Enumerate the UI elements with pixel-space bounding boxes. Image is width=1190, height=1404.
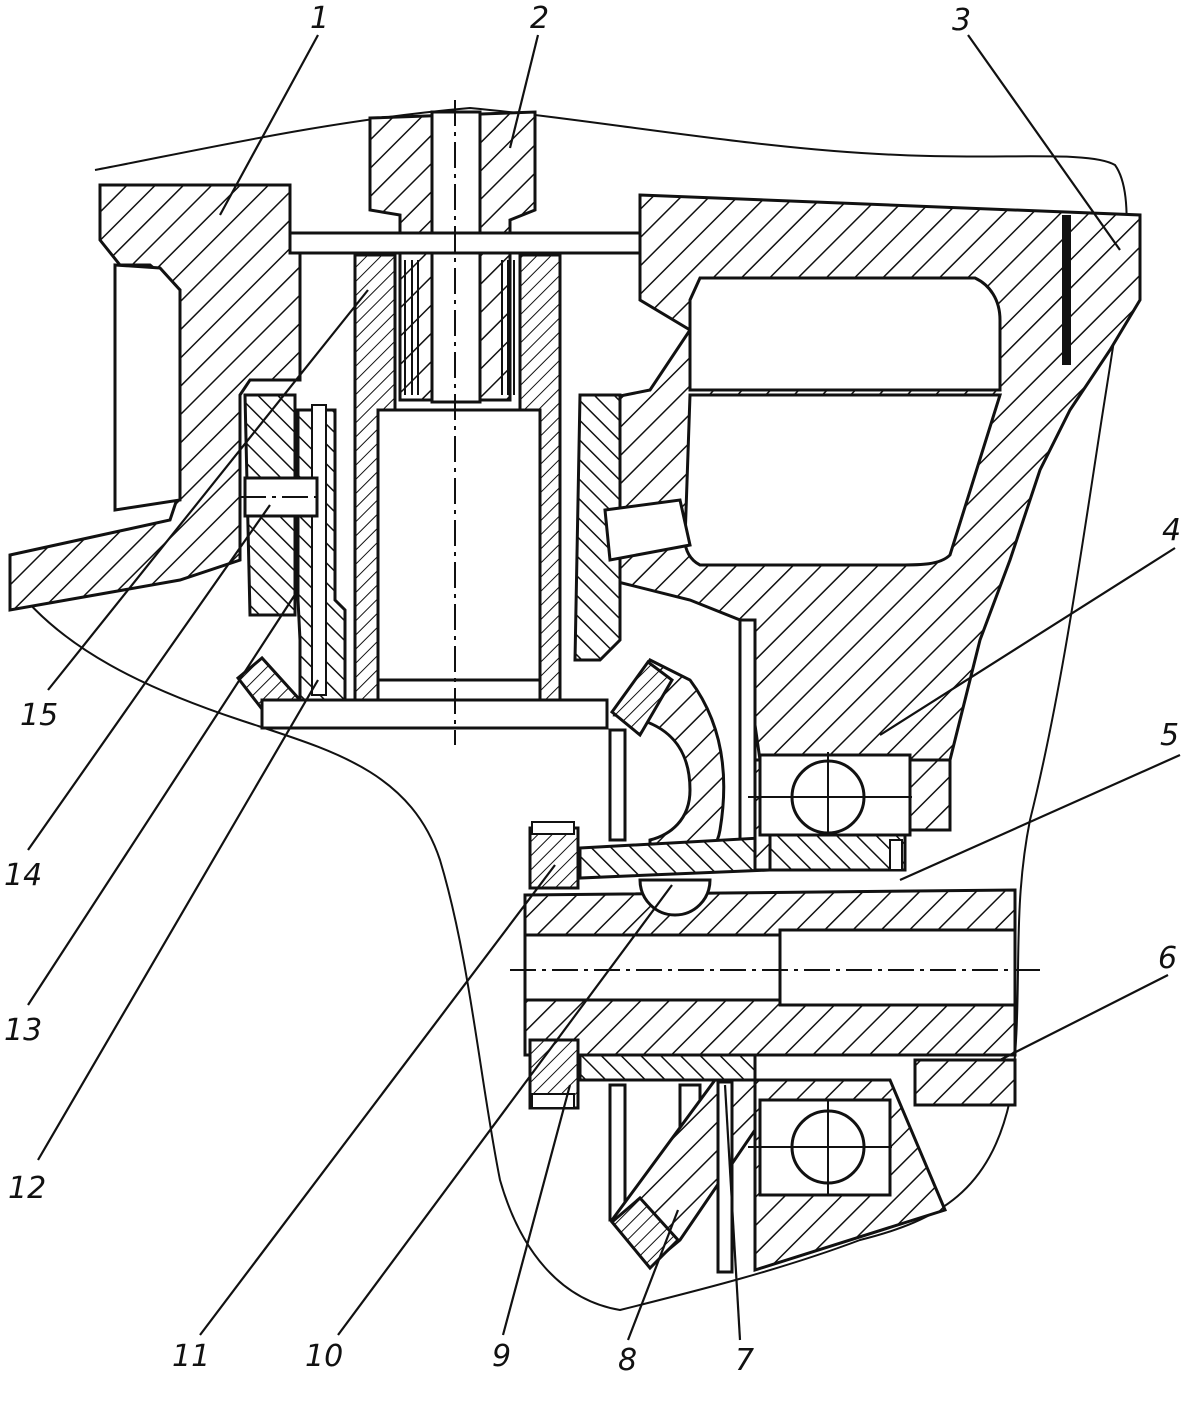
base-plate (260, 698, 609, 730)
callout-10: 10 (305, 1339, 343, 1374)
leader-lines (27, 34, 1181, 1341)
callout-11: 11 (172, 1339, 210, 1374)
bearing-seal-strip (889, 839, 903, 871)
lower-bearing-spacer (913, 1058, 1017, 1107)
callout-8: 8 (618, 1343, 637, 1378)
cover-plate (288, 231, 642, 255)
housing-window-upper (688, 276, 1002, 392)
callout-5: 5 (1160, 718, 1179, 753)
ring-cap-upper (531, 821, 575, 835)
callout-9: 9 (492, 1339, 511, 1374)
housing-window-lower (683, 393, 1003, 567)
hub-lower (578, 1053, 757, 1082)
callout-1: 1 (310, 1, 329, 36)
callout-2: 2 (530, 1, 549, 36)
housing-cavity (113, 263, 182, 512)
sleeve-gap-lines (404, 260, 515, 395)
ring-cap-lower (531, 1093, 575, 1109)
callout-4: 4 (1162, 513, 1181, 548)
inner-tube (376, 408, 542, 682)
callout-labels: 1 2 3 4 5 6 7 8 9 10 11 12 13 14 15 (4, 1, 1181, 1378)
retaining-ring-upper (528, 826, 580, 890)
bushing-inner-gap (311, 404, 327, 696)
seal-strip (1062, 215, 1071, 365)
callout-13: 13 (4, 1013, 42, 1048)
side-port (603, 498, 692, 562)
callout-7: 7 (735, 1343, 754, 1378)
shaft-bore-left (523, 933, 782, 1002)
callout-3: 3 (952, 3, 971, 38)
drive-arm-socket (609, 659, 674, 738)
callout-12: 12 (8, 1171, 46, 1206)
callout-6: 6 (1158, 941, 1177, 976)
shaft-bore-right (778, 928, 1017, 1007)
bearing-part-5-cage (768, 833, 907, 872)
bushing-right (573, 393, 622, 662)
callout-14: 14 (4, 858, 42, 893)
callout-15: 15 (20, 698, 58, 733)
hub-upper (578, 836, 773, 880)
